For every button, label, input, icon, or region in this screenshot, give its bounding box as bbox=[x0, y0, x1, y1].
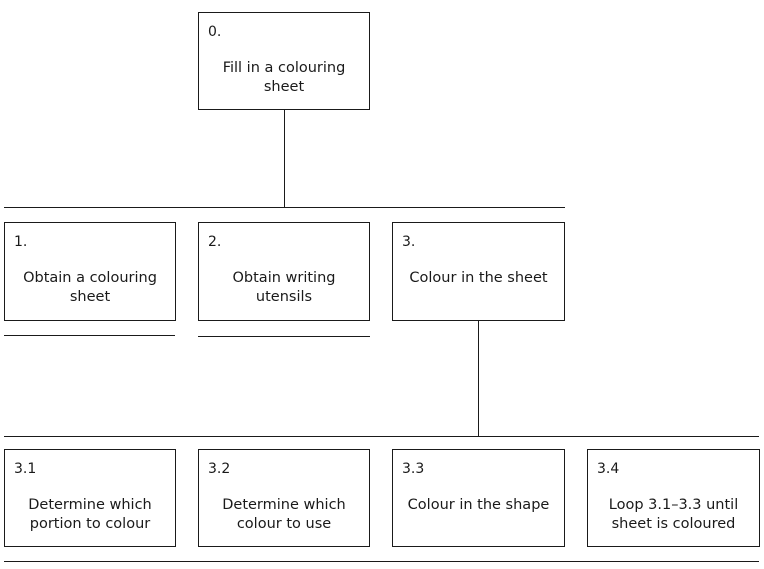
node-label: Colour in the shape bbox=[407, 497, 550, 513]
node-number: 0. bbox=[208, 24, 222, 40]
node-2: 2. Obtain writing utensils bbox=[198, 222, 370, 321]
node-label: Obtain a colouring sheet bbox=[23, 270, 157, 305]
node-number: 3.3 bbox=[402, 461, 425, 477]
node-number: 1. bbox=[14, 234, 28, 250]
underline-node-2 bbox=[198, 336, 370, 337]
node-label: Determine which portion to colour bbox=[28, 497, 152, 532]
node-label: Obtain writing utensils bbox=[232, 270, 336, 305]
level-2-bottom-line bbox=[4, 561, 759, 562]
level-2-bar bbox=[4, 436, 759, 437]
node-number: 3.2 bbox=[208, 461, 231, 477]
connector-3-down bbox=[478, 320, 479, 437]
node-0: 0. Fill in a colouring sheet bbox=[198, 12, 370, 110]
node-number: 3.4 bbox=[597, 461, 620, 477]
node-3-3: 3.3 Colour in the shape bbox=[392, 449, 565, 547]
underline-node-1 bbox=[4, 335, 175, 336]
node-3-2: 3.2 Determine which colour to use bbox=[198, 449, 370, 547]
node-3-1: 3.1 Determine which portion to colour bbox=[4, 449, 176, 547]
connector-0-down bbox=[284, 109, 285, 208]
node-number: 3.1 bbox=[14, 461, 37, 477]
node-label: Fill in a colouring sheet bbox=[222, 60, 346, 95]
node-3-4: 3.4 Loop 3.1–3.3 until sheet is coloured bbox=[587, 449, 760, 547]
node-1: 1. Obtain a colouring sheet bbox=[4, 222, 176, 321]
node-number: 3. bbox=[402, 234, 416, 250]
node-label: Determine which colour to use bbox=[222, 497, 346, 532]
node-label: Colour in the sheet bbox=[409, 270, 548, 286]
node-number: 2. bbox=[208, 234, 222, 250]
level-1-bar bbox=[4, 207, 565, 208]
node-label: Loop 3.1–3.3 until sheet is coloured bbox=[608, 497, 739, 532]
node-3: 3. Colour in the sheet bbox=[392, 222, 565, 321]
